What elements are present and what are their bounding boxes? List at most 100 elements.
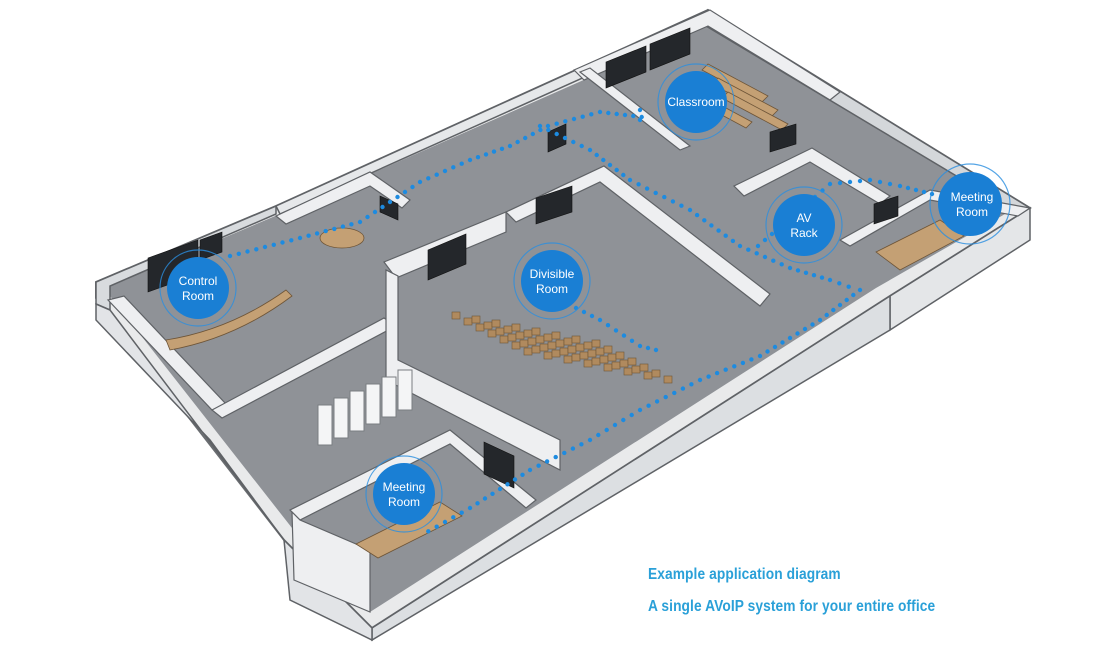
wall-divisible-right [504,165,771,307]
network-dot [723,367,728,372]
network-dot [520,472,525,477]
audience-chair [563,355,573,364]
network-dot [545,123,551,129]
audience-chair [539,343,549,352]
divisible-room-seating [451,311,673,384]
network-dot [670,199,676,204]
network-dot [459,510,464,515]
network-dot [746,247,751,252]
network-dot [262,244,268,250]
network-dot [245,249,250,254]
network-dot [627,177,633,183]
audience-chair [631,365,641,374]
network-dot [771,258,776,263]
network-dot [802,326,808,332]
network-dot [563,119,568,124]
marker-classroom[interactable]: Classroom [657,63,735,141]
marker-av-rack[interactable]: AV Rack [765,186,843,264]
network-dot [467,505,473,511]
marker-label: Room [182,289,214,303]
network-dot [442,168,448,174]
audience-chair [519,339,529,348]
network-dot [621,417,626,423]
audience-chair [571,335,581,344]
network-dot [653,190,658,196]
audience-chair [583,359,593,368]
marker-disc [773,194,835,256]
network-dot [680,386,686,391]
audience-chair [615,351,625,360]
network-dot [689,382,694,387]
network-dot [254,247,259,252]
network-dot [672,390,677,396]
network-dot [395,194,400,200]
network-dot [637,343,643,349]
network-dot [867,177,873,183]
network-dot [827,277,833,283]
audience-chair [511,341,521,350]
marker-disc [938,172,1002,236]
network-dot [380,204,385,210]
network-dot [897,183,903,189]
network-dot [779,262,784,267]
marker-ring [929,163,1011,245]
marker-label: Meeting [383,480,426,494]
network-dot [654,399,660,404]
network-dot [706,374,711,379]
audience-chair [571,353,581,362]
network-dot [515,139,520,145]
marker-control-room[interactable]: Control Room [159,249,237,327]
marker-ring [159,249,237,327]
audience-chair [623,367,633,376]
network-dot [417,179,423,185]
marker-divisible-room[interactable]: Divisible Room [513,242,591,320]
network-dot [697,377,703,383]
network-dot [434,172,439,177]
network-dot [601,157,606,163]
network-dot [837,281,842,286]
audience-chair [639,363,649,372]
caption-title: Example application diagram [648,566,841,583]
network-dot [787,335,793,341]
network-dot [621,172,626,178]
network-dot [887,181,893,187]
network-dot [847,179,853,185]
marker-ring [657,63,735,141]
network-dot [349,222,354,227]
marker-meeting-room-bottom[interactable]: Meeting Room [365,455,443,533]
marker-disc [665,71,727,133]
network-dot [579,143,584,149]
control-room-desk [165,289,293,351]
network-dot [297,235,303,241]
network-dot [607,162,613,168]
marker-meeting-room-right[interactable]: Meeting Room [929,163,1011,245]
booth [317,404,333,446]
audience-chair [611,361,621,370]
network-dot [723,233,728,238]
network-dot [475,501,480,506]
network-dot [553,454,558,460]
network-dot [831,307,836,313]
marker-label: Room [388,495,420,509]
screen [873,195,899,225]
network-dot [844,297,849,303]
network-dot [434,524,439,529]
wall-small-conference [274,171,411,225]
marker-label: Control [179,274,218,288]
marker-ring [765,186,843,264]
network-dot [824,312,829,318]
network-dot [740,360,746,366]
network-dot [629,412,634,418]
audience-chair [503,325,513,334]
network-dot [536,463,541,468]
audience-chair [543,333,553,342]
network-dot [644,186,650,191]
marker-label: Divisible [530,267,575,281]
network-dot [653,347,659,353]
network-dot [544,459,550,464]
audience-chair [587,349,597,358]
audience-chair [511,323,521,332]
network-dot [646,403,651,408]
network-dot [795,331,800,336]
marker-disc [167,257,229,319]
